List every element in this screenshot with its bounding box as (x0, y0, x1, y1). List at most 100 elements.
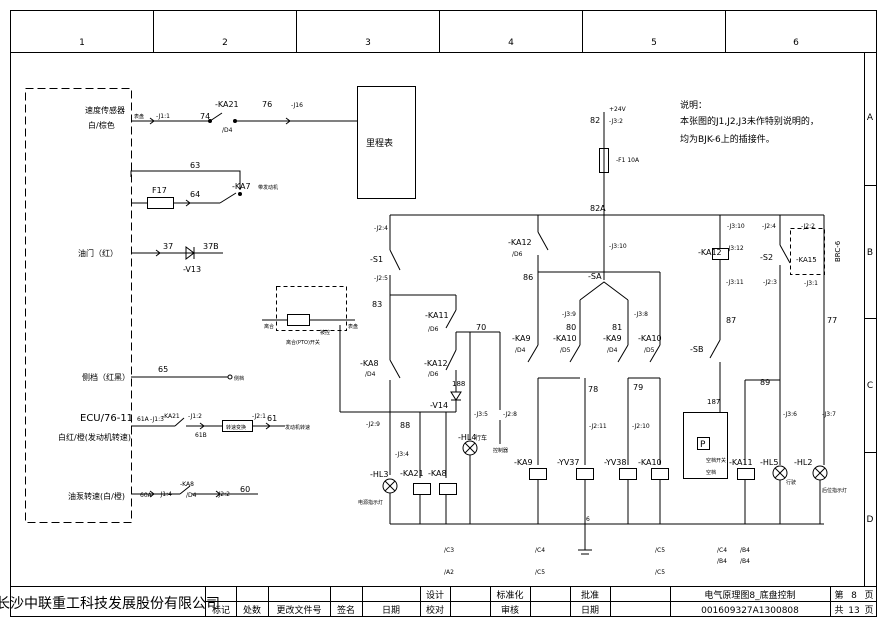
label-oil-pump: 油泵转速(白/橙) (68, 491, 125, 501)
wire-79: 79 (633, 383, 643, 392)
p-symbol: P (700, 440, 706, 450)
v13: -V13 (183, 265, 201, 274)
ka12-top-ref: /D6 (512, 251, 523, 258)
wire-82: 82 (590, 116, 600, 125)
yv38-label: -YV38 (604, 458, 626, 467)
outer-frame (10, 10, 877, 617)
ka10-r-ref: /D5 (644, 347, 655, 354)
j22b: -J2:2 (801, 223, 815, 230)
zone-col-4: 4 (508, 38, 514, 48)
ref-c5: /C5 (535, 569, 545, 576)
ka11: -KA11 (425, 311, 449, 320)
j312: -J3:12 (726, 245, 744, 252)
sa: -SA (588, 272, 602, 281)
wire-187: 187 (707, 398, 720, 406)
j34: -J3:4 (395, 451, 409, 458)
ref-b4: /B4 (740, 547, 750, 554)
tb-jiaodui: 校对 (426, 604, 444, 616)
label-ecu: ECU/76-11 (80, 413, 133, 424)
total-prefix: 共 (834, 605, 843, 616)
wire-76: 76 (262, 100, 272, 109)
notes-title: 说明： (680, 99, 707, 111)
drawing-title: 电气原理图8_底盘控制 (704, 589, 795, 601)
ka10-coil-label: -KA10 (638, 458, 662, 467)
wire-61: 61 (267, 414, 277, 423)
zone-row-a: A (867, 113, 874, 123)
tb-sheji: 设计 (426, 589, 444, 601)
pto-c: 被控 (320, 329, 330, 336)
j310b: -J3:10 (727, 223, 745, 230)
j28: -J2:8 (503, 411, 517, 418)
j39: -J3:9 (562, 311, 576, 318)
zone-col-1: 1 (79, 38, 85, 48)
ka9-r-ref: /D4 (607, 347, 618, 354)
ka21-coil-label: -KA21 (400, 469, 424, 478)
j14: -J1:4 (158, 491, 172, 498)
company-name: 长沙中联重工科技发展股份有限公司 (0, 596, 220, 612)
tb-col-biaoji: 标记 (212, 604, 230, 616)
fuse-f1 (599, 148, 609, 173)
wire-63: 63 (190, 161, 200, 170)
wire-70: 70 (476, 323, 486, 332)
ref-b4c: /B4 (740, 558, 750, 565)
ka8-bot-ref: /D4 (186, 492, 197, 499)
wire-65: 65 (158, 365, 168, 374)
page-prefix: 第 (834, 589, 843, 601)
page-number: 8 (851, 591, 857, 601)
j25: -J2:5 (374, 275, 388, 282)
ref-c5c: /C5 (655, 569, 665, 576)
label-side-rail: 侧档（红黑） (82, 372, 130, 382)
wire-87: 87 (726, 316, 736, 325)
j29: -J2:9 (366, 421, 380, 428)
ka8-bot: -KA8 (180, 481, 194, 488)
speed-convert-box (222, 420, 253, 432)
wire-37b: 37B (203, 242, 219, 251)
hl2-note: 后位指示灯 (822, 487, 847, 494)
ka12-coil (712, 248, 729, 260)
ref-b4b: /B4 (717, 558, 727, 565)
drawing-number: 001609327A1300808 (701, 606, 799, 616)
tb-riqi: 日期 (581, 605, 599, 616)
ka21-mid: -KA21 (162, 413, 180, 420)
ka7: -KA7 (232, 182, 251, 191)
yv38-coil (619, 468, 637, 480)
wire-61b: 61B (195, 432, 207, 439)
ka9-coil-label: -KA9 (514, 458, 533, 467)
yv37-coil (576, 468, 594, 480)
ka7-note: 带发动机 (258, 184, 278, 191)
sb: -SB (690, 345, 703, 354)
ka8-mid-ref: /D4 (365, 371, 376, 378)
fuse-f1-label: -F1 10A (616, 157, 640, 164)
j37: -J3:7 (822, 411, 836, 418)
zone-col-5: 5 (651, 38, 657, 48)
ka9-r: -KA9 (603, 334, 622, 343)
j24: -J2:4 (374, 225, 388, 232)
zone-col-3: 3 (365, 38, 371, 48)
zone-row-d: D (867, 515, 874, 525)
ka10-l: -KA10 (553, 334, 577, 343)
pto-a: 离合 (264, 323, 274, 330)
tb-col-sign: 签名 (337, 604, 355, 616)
pto-note: 离合(PTO)开关 (286, 339, 320, 346)
j12: -J1:2 (188, 413, 202, 420)
j23: -J2:3 (763, 279, 777, 286)
j24b: -J2:4 (762, 223, 776, 230)
tb-biaozhunhua: 标准化 (496, 589, 523, 601)
ka9-coil (529, 468, 547, 480)
ka11-coil-label: -KA11 (729, 458, 753, 467)
wire-77: 77 (827, 316, 837, 325)
ka11-coil (737, 468, 755, 480)
hl4-note: 行车 (475, 434, 487, 442)
j32: -J3:2 (609, 118, 623, 125)
ka21-top: -KA21 (215, 100, 239, 109)
ref-c5b: /C5 (655, 547, 665, 554)
ka15: -KA15 (796, 256, 817, 264)
wire-37: 37 (163, 242, 173, 251)
zone-row-b: B (867, 248, 873, 258)
fuse-f17-label: F17 (152, 186, 167, 195)
wire-82a: 82A (590, 204, 606, 213)
ka9-l: -KA9 (512, 334, 531, 343)
v14: -V14 (430, 401, 448, 410)
j11: -J1:1 (156, 113, 170, 120)
